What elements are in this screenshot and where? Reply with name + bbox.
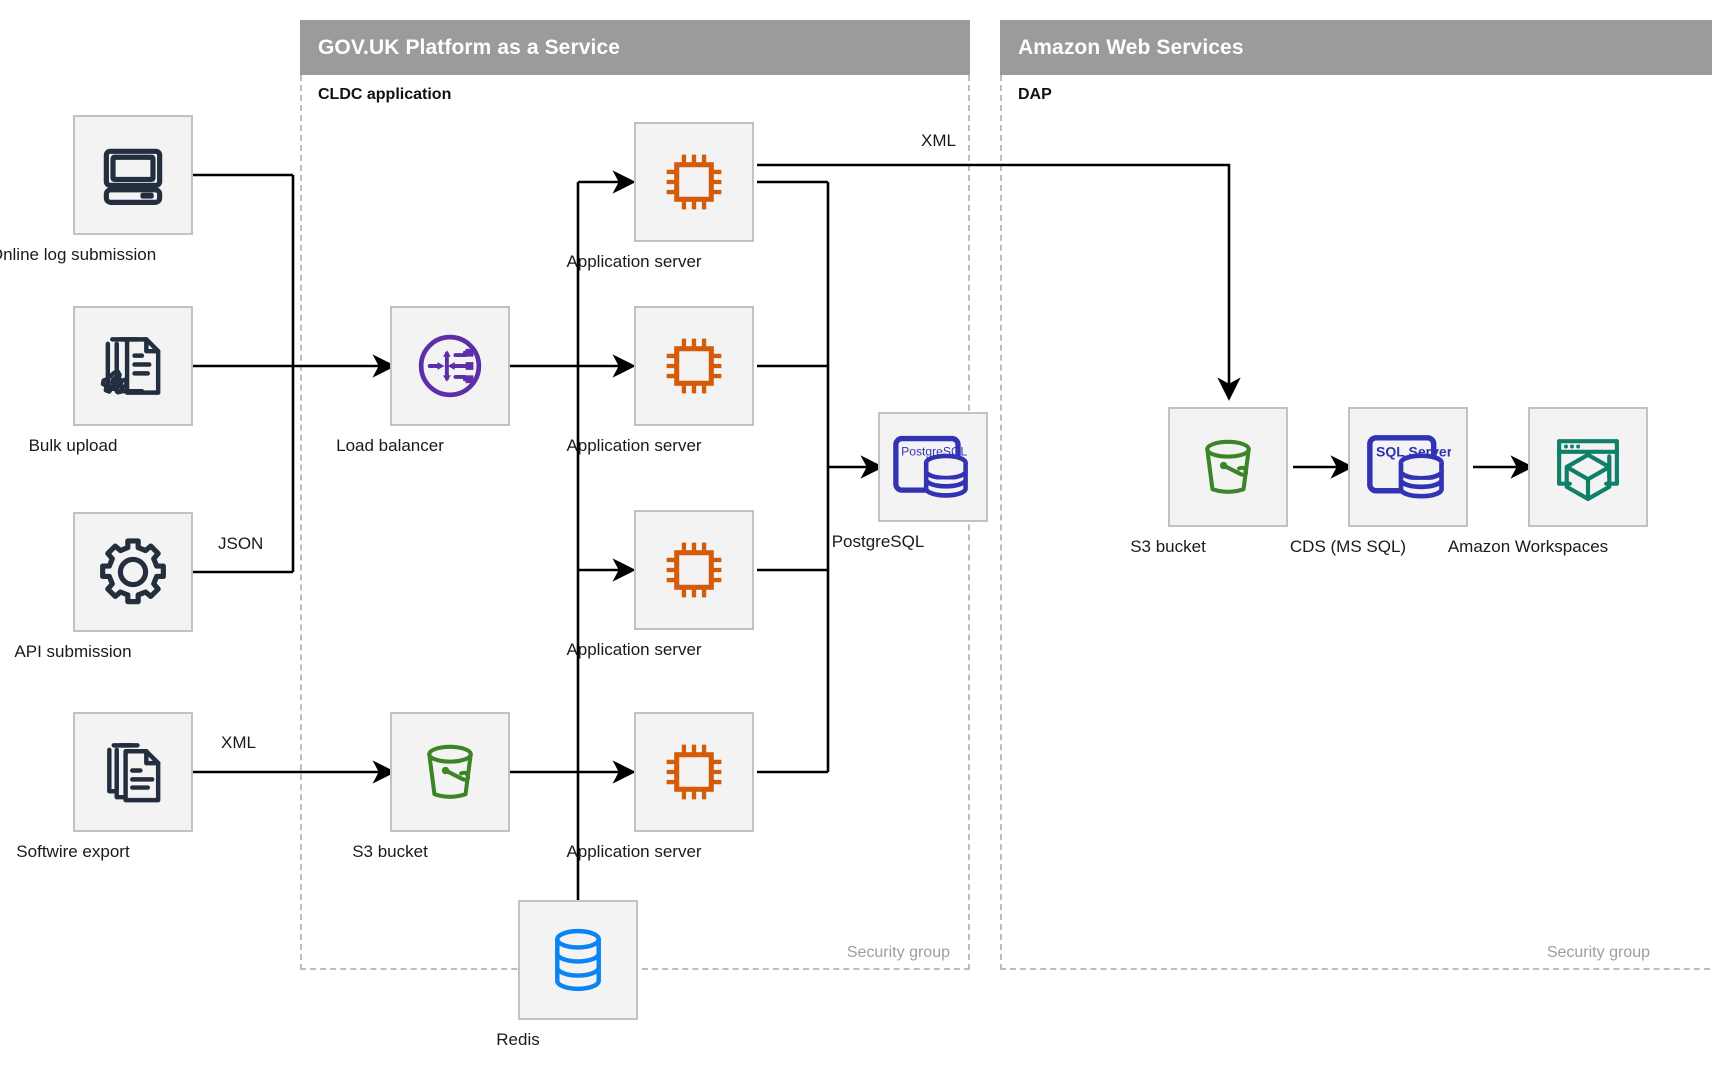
node-s3-bucket-paas-box xyxy=(390,712,510,832)
node-load-balancer-label: Load balancer xyxy=(336,436,444,455)
postgresql-icon: PostgreSQL xyxy=(893,435,968,498)
edge-label-xml-export: XML xyxy=(915,131,962,151)
group-header-paas-title: GOV.UK Platform as a Service xyxy=(318,35,620,59)
security-group-label-aws: Security group xyxy=(1546,944,1650,961)
node-s3-bucket-aws-label: S3 bucket xyxy=(1130,537,1206,556)
node-app-server-1-box xyxy=(634,122,754,242)
node-online-log-submission-box xyxy=(73,115,193,235)
node-cds-ms-sql-box: SQL Server xyxy=(1348,407,1468,527)
edge-label-xml-softwire: XML xyxy=(215,733,262,753)
load-balancer-icon xyxy=(418,334,482,398)
cpu-chip-icon xyxy=(666,744,722,800)
group-header-paas: GOV.UK Platform as a Service xyxy=(300,20,970,75)
group-header-aws: Amazon Web Services xyxy=(1000,20,1712,75)
node-s3-bucket-aws-box xyxy=(1168,407,1288,527)
group-header-aws-title: Amazon Web Services xyxy=(1018,35,1244,59)
cpu-chip-icon xyxy=(666,154,722,210)
node-redis-box xyxy=(518,900,638,1020)
desktop-computer-icon xyxy=(103,148,163,205)
node-amazon-workspaces-label: Amazon Workspaces xyxy=(1447,537,1609,556)
node-cds-ms-sql-label: CDS (MS SQL) xyxy=(1289,537,1407,556)
node-bulk-upload-box xyxy=(73,306,193,426)
bucket-icon xyxy=(427,744,473,799)
node-postgresql-label: PostgreSQL xyxy=(831,532,925,551)
group-body-aws xyxy=(1000,75,1712,970)
node-redis-label: Redis xyxy=(496,1030,540,1049)
node-api-submission-box xyxy=(73,512,193,632)
node-app-server-4-label: Application server xyxy=(566,842,702,861)
node-app-server-2-label: Application server xyxy=(566,436,702,455)
node-softwire-export-box xyxy=(73,712,193,832)
node-api-submission-label: API submission xyxy=(14,642,132,661)
group-sublabel-dap: DAP xyxy=(1018,86,1052,103)
node-app-server-2-box xyxy=(634,306,754,426)
node-app-server-3-box xyxy=(634,510,754,630)
documents-gear-icon xyxy=(100,337,161,395)
bucket-icon xyxy=(1205,439,1251,494)
node-online-log-submission-label: Online log submission xyxy=(0,245,157,264)
node-s3-bucket-paas-label: S3 bucket xyxy=(352,842,428,861)
document-stack-icon xyxy=(107,743,161,803)
cpu-chip-icon xyxy=(666,542,722,598)
edge-app-server-to-s3-xml xyxy=(757,163,1241,401)
database-cylinder-icon xyxy=(555,928,601,992)
node-softwire-export-label: Softwire export xyxy=(16,842,130,861)
node-app-server-3-label: Application server xyxy=(566,640,702,659)
edge-label-json: JSON xyxy=(212,534,270,554)
cpu-chip-icon xyxy=(666,338,722,394)
node-amazon-workspaces-box xyxy=(1528,407,1648,527)
node-load-balancer-box xyxy=(390,306,510,426)
gear-icon xyxy=(100,538,166,605)
group-sublabel-cldc-application: CLDC application xyxy=(318,86,452,103)
node-postgresql-box: PostgreSQL xyxy=(878,412,988,522)
node-app-server-4-box xyxy=(634,712,754,832)
node-app-server-1-label: Application server xyxy=(566,252,702,271)
sql-server-icon: SQL Server xyxy=(1367,435,1451,499)
node-bulk-upload-label: Bulk upload xyxy=(28,436,118,455)
security-group-label-paas: Security group xyxy=(846,944,950,961)
workspaces-cube-icon xyxy=(1557,439,1619,502)
